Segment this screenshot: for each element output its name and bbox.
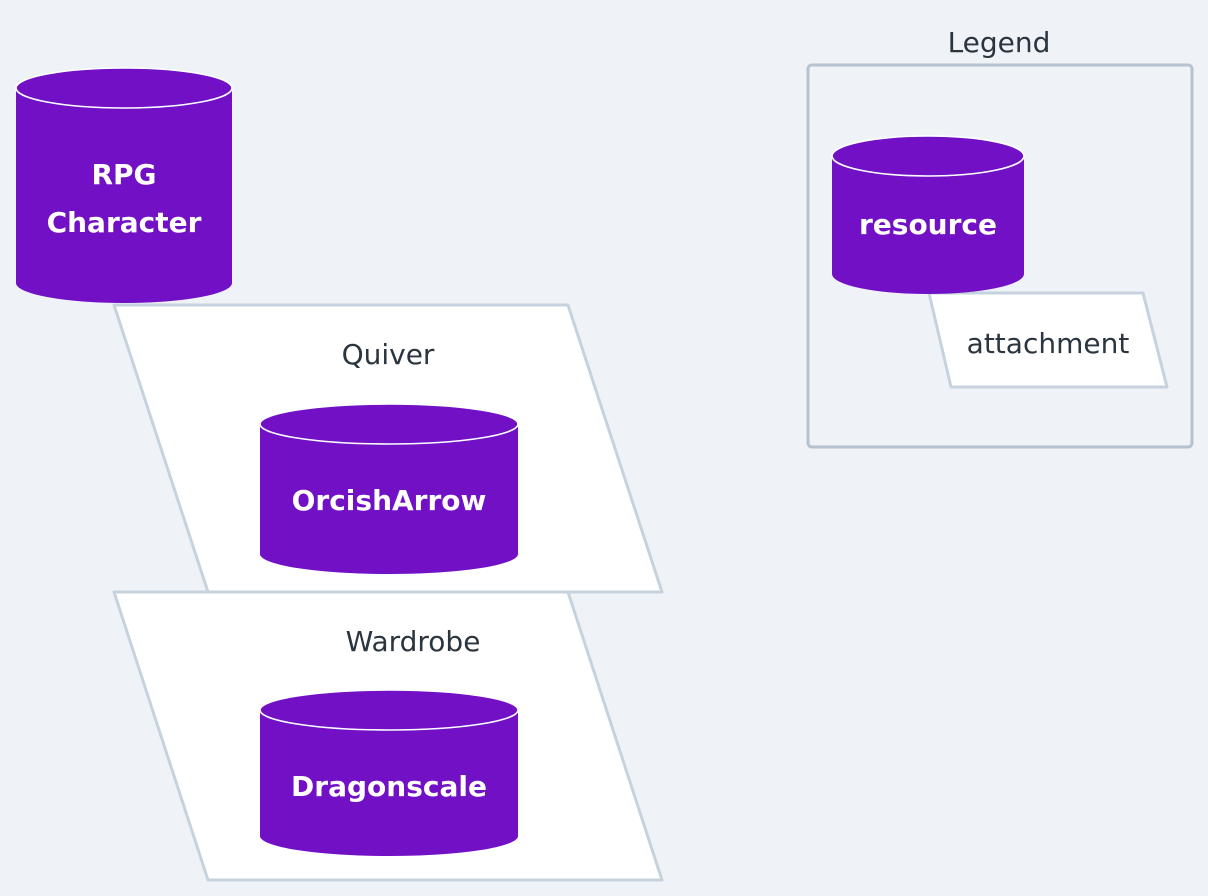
resource-orcish-arrow-label: OrcishArrow bbox=[292, 484, 487, 517]
resource-orcish-arrow[interactable]: OrcishArrow bbox=[259, 403, 519, 574]
legend-box bbox=[806, 63, 1194, 449]
legend: Legend attachment resource bbox=[806, 26, 1194, 449]
legend-attachment-shape bbox=[927, 291, 1169, 389]
resource-rpg-character-body bbox=[16, 88, 232, 303]
resource-dragonscale-body bbox=[260, 710, 518, 856]
resource-rpg-character[interactable]: RPG Character bbox=[15, 67, 233, 303]
legend-attachment-label: attachment bbox=[967, 327, 1130, 360]
legend-resource-top bbox=[831, 135, 1025, 177]
resource-orcish-arrow-top bbox=[259, 403, 519, 445]
attachment-wardrobe-label: Wardrobe bbox=[346, 625, 481, 658]
attachment-quiver-label: Quiver bbox=[342, 338, 435, 371]
legend-title: Legend bbox=[948, 26, 1051, 59]
legend-attachment[interactable]: attachment bbox=[927, 291, 1169, 389]
resource-dragonscale-label: Dragonscale bbox=[291, 770, 487, 803]
legend-resource-label: resource bbox=[859, 208, 997, 241]
legend-resource[interactable]: resource bbox=[831, 135, 1025, 294]
legend-resource-body bbox=[832, 156, 1024, 294]
resource-rpg-character-top bbox=[15, 67, 233, 109]
resource-rpg-character-label-line1: RPG bbox=[91, 158, 156, 191]
resource-dragonscale[interactable]: Dragonscale bbox=[259, 689, 519, 856]
resource-dragonscale-top bbox=[259, 689, 519, 731]
resource-rpg-character-label-line2: Character bbox=[47, 206, 202, 239]
resource-orcish-arrow-body bbox=[260, 424, 518, 574]
